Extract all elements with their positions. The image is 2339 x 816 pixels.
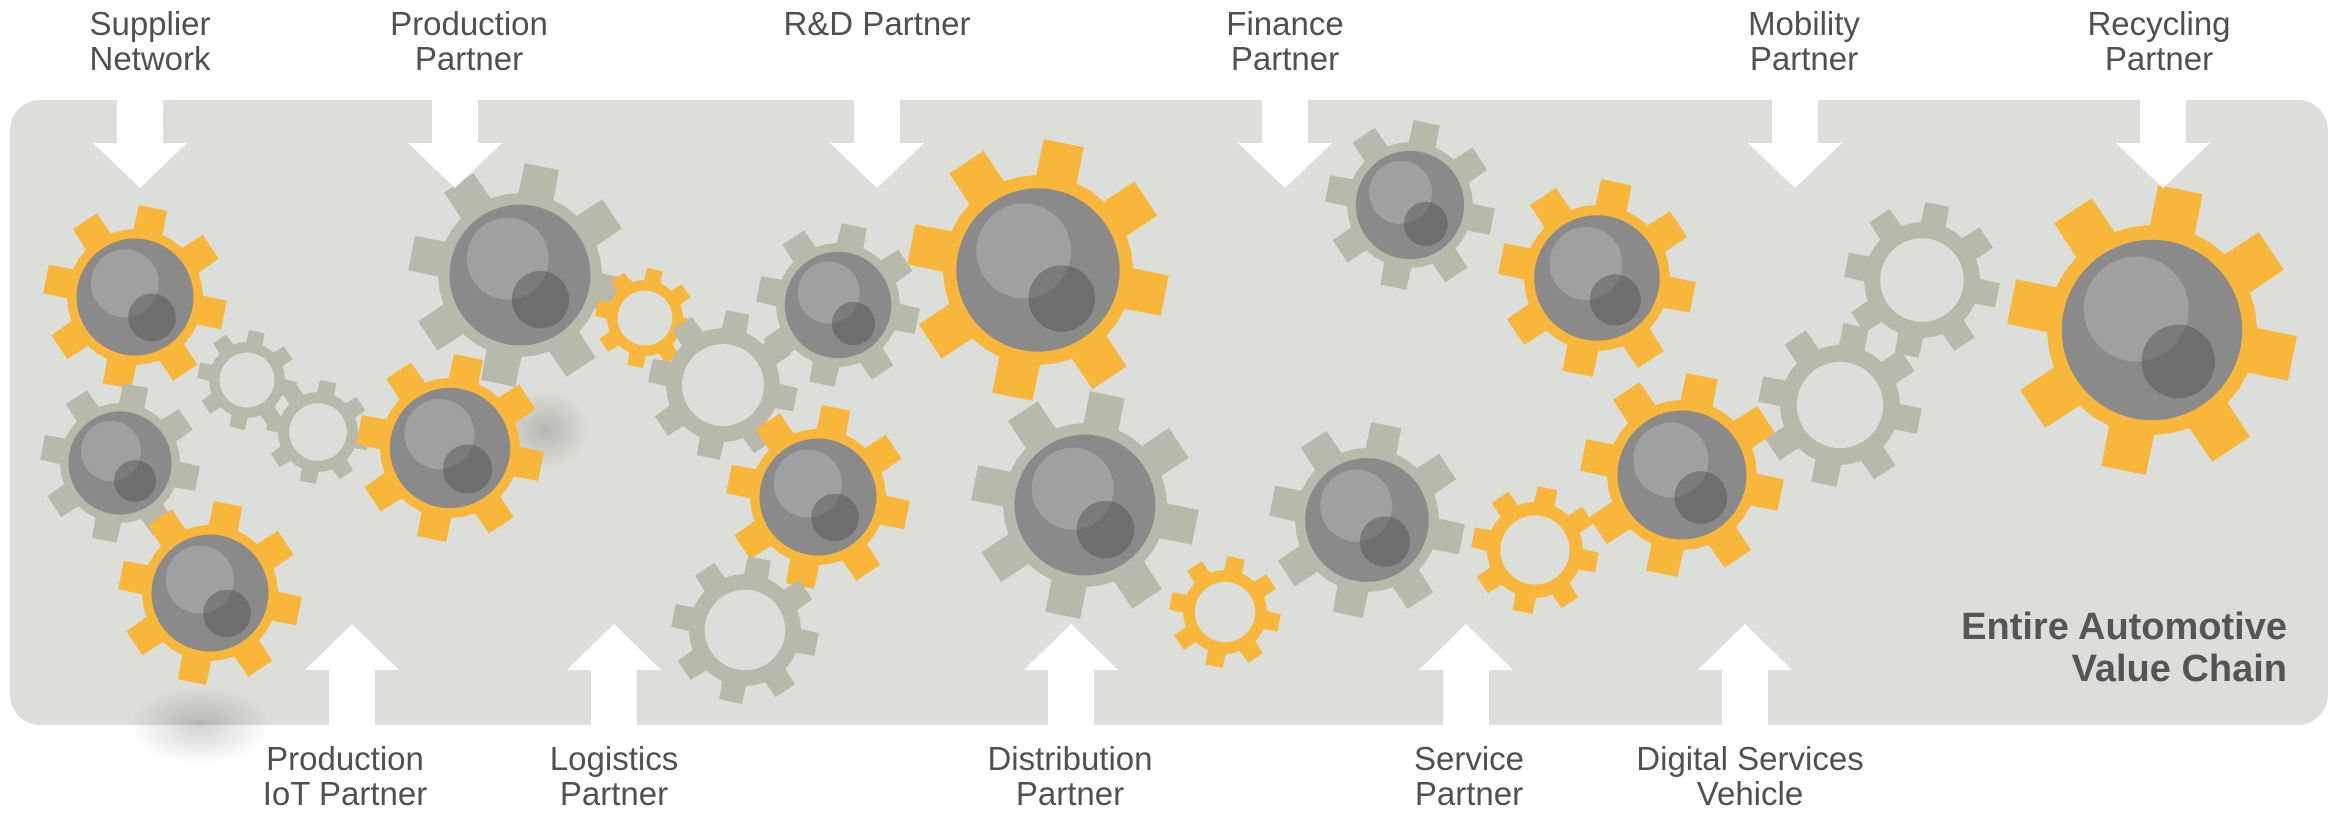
photo-highlight [404, 399, 475, 469]
photo-highlight [797, 261, 860, 324]
gear-small-gold [1471, 486, 1599, 614]
gear-small-gold [595, 268, 695, 368]
photo-shade [1674, 471, 1728, 524]
photo-shade [443, 444, 492, 494]
gear-hole [617, 290, 673, 346]
gear-rd-photo [756, 223, 920, 387]
gear-hole [1194, 581, 1256, 643]
arrow-rd-partner [830, 100, 924, 188]
gear-small-grey [266, 380, 370, 484]
photo-highlight [773, 449, 842, 518]
photo-shade [831, 301, 876, 346]
photo-highlight [1369, 160, 1433, 224]
gear-electronics-photo [40, 383, 200, 543]
arrow-distribution-partner [1024, 624, 1118, 725]
gear-small-gold [1169, 556, 1281, 668]
gear-production-photo [408, 163, 632, 387]
photo-highlight [976, 203, 1072, 299]
drop-shadow [130, 685, 270, 765]
gear-digital-grey [1758, 323, 1922, 487]
arrow-digital-services-vehicle [1698, 624, 1792, 725]
gear-recycling-photo [2007, 185, 2297, 475]
arrow-service-partner [1419, 624, 1513, 725]
gear-mobility-photo [1498, 179, 1696, 377]
photo-shade [114, 460, 156, 502]
gear-logistics-grey [648, 310, 798, 460]
gear-digital-services-photo [1580, 373, 1784, 577]
gear-hole [1880, 238, 1964, 322]
gear-distribution-photo [971, 391, 1199, 619]
gear-rd-large-photo [907, 139, 1169, 401]
gear-service-photo [1269, 422, 1465, 618]
photo-shade [203, 589, 251, 638]
gear-logistics-lower-grey [671, 556, 819, 704]
gear-finance-photo [1325, 120, 1495, 290]
gear-hole [1500, 515, 1570, 585]
photo-shade [511, 270, 570, 329]
photo-highlight [90, 249, 159, 318]
arrow-production-partner [408, 100, 502, 188]
photo-highlight [2083, 256, 2189, 362]
gear-hole [704, 589, 786, 671]
photo-shade [1589, 274, 1641, 326]
gear-hole [1796, 361, 1884, 449]
gear-hole [219, 352, 275, 408]
photo-highlight [466, 217, 549, 300]
arrow-supplier-network [93, 100, 187, 188]
label-rd-partner: R&D Partner [783, 5, 971, 42]
photo-shade [1076, 500, 1135, 559]
photo-shade [1403, 201, 1448, 246]
photo-highlight [1549, 226, 1623, 300]
gear-hole [289, 403, 347, 461]
arrow-finance-partner [1238, 100, 1332, 188]
gear-mobility-grey [1844, 202, 2000, 358]
gear-supplier-site-photo [118, 501, 302, 685]
gear-supplier-photo [43, 205, 227, 389]
gear-rd-lab-photo [726, 405, 910, 589]
photo-shade [811, 493, 859, 542]
photo-highlight [1031, 447, 1114, 530]
gear-hole [682, 344, 764, 426]
arrow-recycling-partner [2116, 100, 2210, 188]
arrow-mobility-partner [1748, 100, 1842, 188]
photo-highlight [1320, 469, 1393, 542]
photo-highlight [165, 545, 234, 614]
photo-highlight [1633, 422, 1709, 498]
arrow-logistics-partner [567, 624, 661, 725]
photo-shade [1359, 516, 1411, 567]
photo-shade [128, 293, 176, 342]
photo-shade [2141, 324, 2216, 399]
arrow-production-iot-partner [305, 624, 399, 725]
gear-small-grey [197, 330, 297, 430]
photo-shade [1028, 265, 1096, 332]
gear-factory-iot-photo [356, 354, 544, 542]
photo-highlight [81, 421, 141, 481]
